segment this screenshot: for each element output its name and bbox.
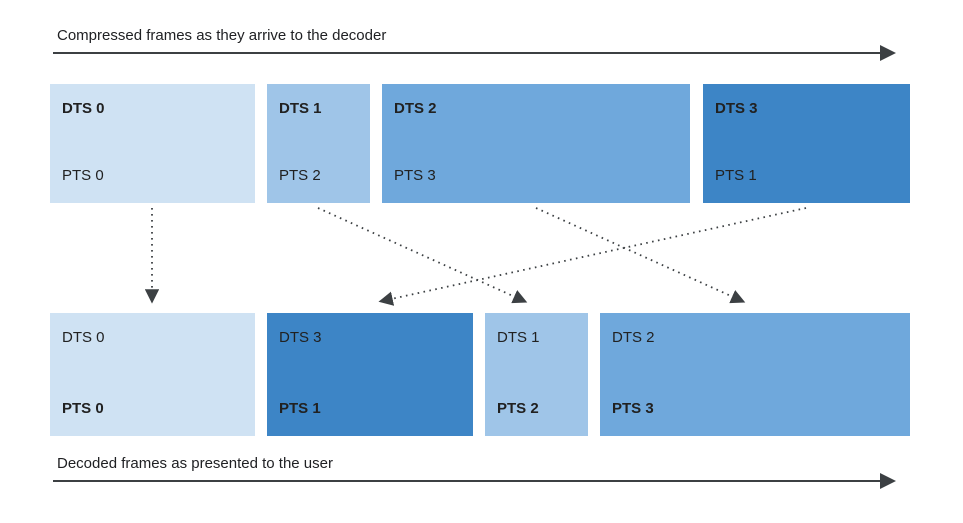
frame-compressed-3: DTS 3 PTS 1 [703,84,910,203]
connector-dts2 [535,207,746,304]
connector-dts3 [378,207,807,306]
pts-label: PTS 2 [279,167,321,184]
pts-label: PTS 2 [497,400,539,417]
decoded-timeline-label: Decoded frames as presented to the user [57,455,333,472]
frame-compressed-2: DTS 2 PTS 3 [382,84,690,203]
frame-decoded-3: DTS 2 PTS 3 [600,313,910,436]
dts-label: DTS 0 [62,329,105,346]
pts-label: PTS 0 [62,400,104,417]
frame-compressed-1: DTS 1 PTS 2 [267,84,370,203]
dts-label: DTS 2 [394,100,437,117]
pts-label: PTS 0 [62,167,104,184]
dts-label: DTS 0 [62,100,105,117]
frame-decoded-0: DTS 0 PTS 0 [50,313,255,436]
dts-label: DTS 1 [279,100,322,117]
pts-label: PTS 3 [612,400,654,417]
frame-decoded-1: DTS 3 PTS 1 [267,313,473,436]
frame-decoded-2: DTS 1 PTS 2 [485,313,588,436]
dts-label: DTS 2 [612,329,655,346]
connector-dts1 [317,207,528,304]
frame-compressed-0: DTS 0 PTS 0 [50,84,255,203]
compressed-timeline-label: Compressed frames as they arrive to the … [57,27,387,44]
dts-label: DTS 3 [279,329,322,346]
pts-label: PTS 3 [394,167,436,184]
pts-label: PTS 1 [715,167,757,184]
dts-label: DTS 1 [497,329,540,346]
pts-label: PTS 1 [279,400,321,417]
dts-label: DTS 3 [715,100,758,117]
